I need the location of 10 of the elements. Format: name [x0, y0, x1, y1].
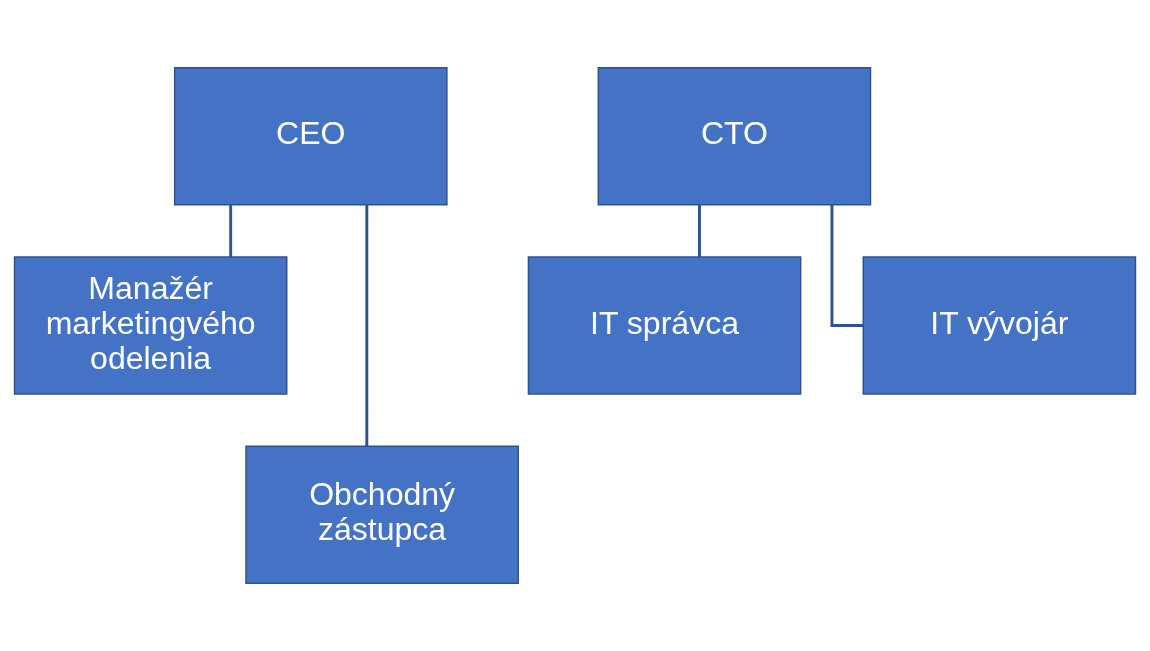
connector	[830, 205, 864, 327]
connector	[698, 205, 701, 257]
connector	[365, 204, 369, 447]
node-box: IT vývojár	[862, 256, 1137, 395]
node-box: CEO	[173, 67, 448, 206]
node-box: Obchodný zástupca	[245, 445, 519, 584]
node-box: Manažér marketingvého odelenia	[13, 256, 288, 395]
connector	[229, 205, 233, 257]
node-box: CTO	[597, 67, 872, 206]
node-box: IT správca	[527, 256, 802, 395]
